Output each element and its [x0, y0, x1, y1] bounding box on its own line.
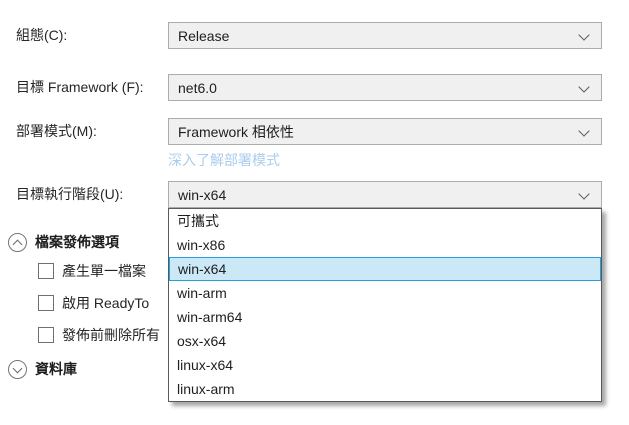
- section-title: 資料庫: [35, 361, 77, 377]
- target-runtime-value: win-x64: [178, 186, 227, 203]
- section-title: 檔案發佈選項: [35, 234, 119, 250]
- configuration-select[interactable]: Release: [168, 22, 602, 49]
- delete-before-publish-checkbox[interactable]: [38, 327, 54, 343]
- target-framework-value: net6.0: [178, 79, 217, 96]
- runtime-dropdown-list: 可攜式 win-x86 win-x64 win-arm win-arm64 os…: [168, 208, 602, 402]
- deployment-mode-label: 部署模式(M):: [16, 123, 97, 139]
- chevron-down-icon: [578, 29, 590, 41]
- dropdown-option-win-arm64[interactable]: win-arm64: [177, 309, 243, 325]
- dropdown-option-win-x64-selected[interactable]: win-x64: [169, 257, 601, 281]
- expand-section-icon[interactable]: [8, 359, 27, 379]
- target-framework-select[interactable]: net6.0: [168, 74, 602, 101]
- learn-deployment-mode-link[interactable]: 深入了解部署模式: [168, 152, 280, 168]
- checkbox-row-delete-existing[interactable]: 發佈前刪除所有: [38, 325, 160, 345]
- dropdown-option-win-arm[interactable]: win-arm: [177, 285, 227, 301]
- checkbox-label: 發佈前刪除所有: [62, 327, 160, 343]
- deployment-mode-value: Framework 相依性: [178, 123, 294, 140]
- section-database[interactable]: 資料庫: [8, 359, 77, 379]
- chevron-down-icon: [578, 125, 590, 137]
- produce-single-file-checkbox[interactable]: [38, 263, 54, 279]
- collapse-section-icon[interactable]: [8, 232, 27, 252]
- dropdown-option-osx-x64[interactable]: osx-x64: [177, 333, 227, 349]
- configuration-value: Release: [178, 27, 230, 44]
- target-runtime-label: 目標執行階段(U):: [16, 186, 124, 202]
- configuration-label: 組態(C):: [16, 27, 68, 43]
- deployment-mode-select[interactable]: Framework 相依性: [168, 118, 602, 145]
- dropdown-option-win-x86[interactable]: win-x86: [177, 237, 226, 253]
- checkbox-label: 產生單一檔案: [62, 263, 146, 279]
- enable-readytorun-checkbox[interactable]: [38, 295, 54, 311]
- section-file-publish-options[interactable]: 檔案發佈選項: [8, 232, 119, 252]
- checkbox-row-readytorun[interactable]: 啟用 ReadyTo: [38, 293, 149, 313]
- dropdown-option-linux-arm[interactable]: linux-arm: [177, 381, 235, 397]
- chevron-down-icon: [578, 188, 590, 200]
- dropdown-option-portable[interactable]: 可攜式: [177, 213, 219, 229]
- target-runtime-select[interactable]: win-x64: [168, 181, 602, 208]
- target-framework-label: 目標 Framework (F):: [16, 79, 144, 95]
- dropdown-option-linux-x64[interactable]: linux-x64: [177, 357, 234, 373]
- checkbox-row-single-file[interactable]: 產生單一檔案: [38, 261, 146, 281]
- chevron-down-icon: [578, 81, 590, 93]
- checkbox-label: 啟用 ReadyTo: [62, 295, 150, 311]
